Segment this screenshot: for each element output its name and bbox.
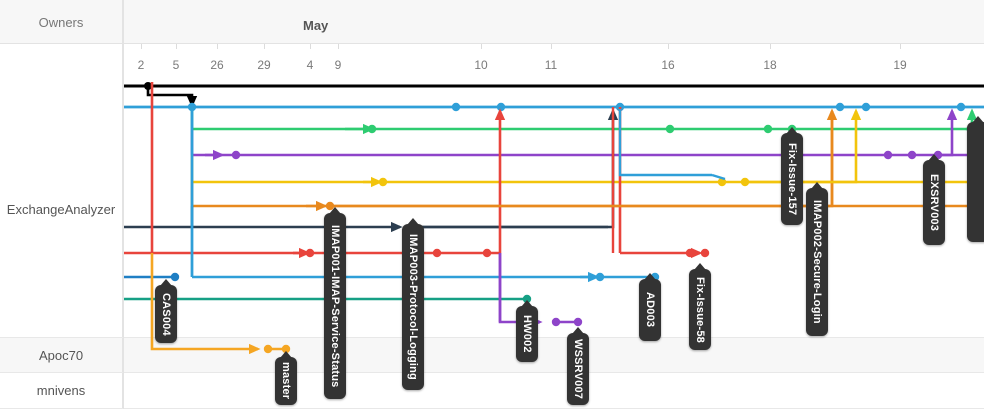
owner-row[interactable]: mnivens: [0, 373, 984, 409]
owners-divider: [123, 0, 124, 409]
commit-pin-fix-issue-58[interactable]: Fix-Issue-58: [689, 269, 711, 350]
owner-name-apoc70: Apoc70: [0, 338, 123, 372]
axis-tickmark: [338, 44, 339, 49]
axis-tickmark: [900, 44, 901, 49]
axis-left-spacer: [0, 44, 123, 82]
axis-tick-label: 5: [172, 58, 180, 72]
owners-column-header: Owners: [0, 0, 123, 44]
commit-pin-label: IMAP003-Protocol-Logging: [407, 234, 419, 380]
header-band: Owners May: [0, 0, 984, 44]
axis-tickmark: [217, 44, 218, 49]
axis-tick-label: 19: [893, 58, 907, 72]
commit-pin-label: Fix-Issue-58: [694, 276, 706, 343]
axis-tick-label: 16: [661, 58, 675, 72]
commit-pin-imap003-protocol-logging[interactable]: IMAP003-Protocol-Logging: [402, 224, 424, 390]
commit-pin-label: HW002: [521, 315, 533, 353]
axis-tick-label: 10: [474, 58, 488, 72]
commit-pin-label: Fix-Issue-157: [786, 142, 798, 216]
commit-pin-wssrv007[interactable]: WSSRV007: [567, 333, 589, 405]
commit-pin-label: IMAP001-IMAP-Service-Status: [329, 224, 341, 388]
axis-tickmark: [551, 44, 552, 49]
owner-row[interactable]: Apoc70: [0, 338, 984, 373]
commit-pin-hw002[interactable]: HW002: [516, 306, 538, 362]
commit-pin-label: IMAP002-Secure-Login: [811, 200, 823, 324]
commit-pin-imap002-secure-login[interactable]: IMAP002-Secure-Login: [806, 188, 828, 336]
month-label: May: [303, 18, 329, 33]
axis-tick-label: 9: [334, 58, 342, 72]
owner-name-exchangeanalyzer: ExchangeAnalyzer: [0, 82, 123, 337]
commit-pin-label: AD003: [644, 292, 656, 328]
axis-tick-label: 18: [763, 58, 777, 72]
axis-tick-label: 11: [544, 58, 558, 72]
commit-pin-label: EXSRV003: [928, 173, 940, 232]
commit-pin-exsrv003[interactable]: EXSRV003: [923, 160, 945, 245]
axis-tickmark: [770, 44, 771, 49]
owner-row[interactable]: ExchangeAnalyzer: [0, 82, 984, 338]
commit-pin-label: master: [280, 362, 292, 400]
axis-tickmark: [141, 44, 142, 49]
axis-tickmark: [668, 44, 669, 49]
commit-pin-label: WSSRV007: [572, 338, 584, 400]
commit-pin-cas004[interactable]: CAS004: [155, 285, 177, 343]
axis-tick-label: 2: [137, 58, 145, 72]
axis-tickmark: [264, 44, 265, 49]
axis-tick-label: 26: [210, 58, 224, 72]
axis-tickmark: [310, 44, 311, 49]
commit-pin-label: CAS004: [160, 292, 172, 336]
owner-name-mnivens: mnivens: [0, 373, 123, 408]
commit-pin-imap001-imap-service-status[interactable]: IMAP001-IMAP-Service-Status: [324, 213, 346, 399]
axis-tick-label: 4: [306, 58, 314, 72]
time-axis: 2 5 26 29 4 9 10 11 16 18 19: [0, 44, 984, 82]
axis-tickmark: [481, 44, 482, 49]
commit-pin-fix-issue-157[interactable]: Fix-Issue-157: [781, 133, 803, 225]
axis-tickmark: [176, 44, 177, 49]
commit-pin-ad003[interactable]: AD003: [639, 279, 661, 341]
commit-pin-master[interactable]: master: [275, 357, 297, 405]
commit-pin-node[interactable]: [967, 122, 984, 242]
axis-tick-label: 29: [257, 58, 271, 72]
